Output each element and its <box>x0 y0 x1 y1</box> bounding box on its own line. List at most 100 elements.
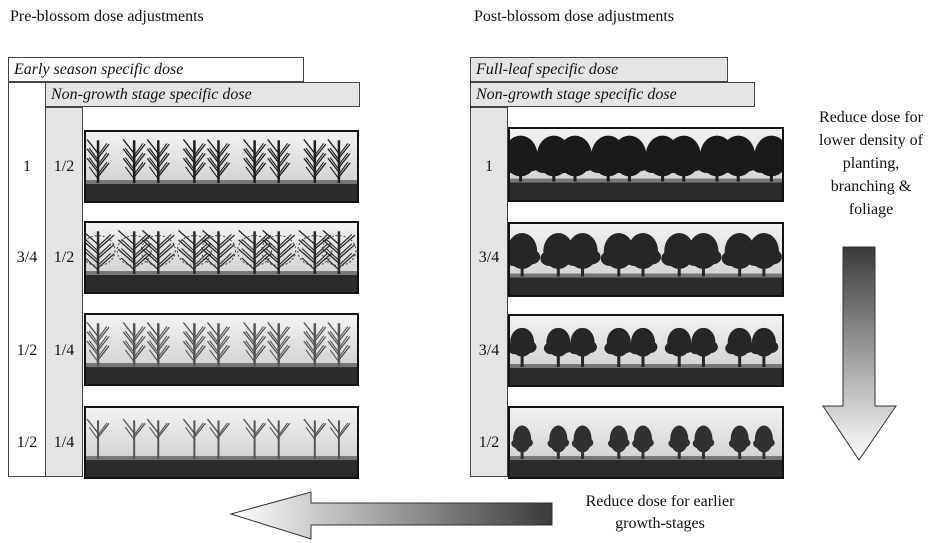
tree <box>685 232 722 277</box>
left-inner-dose-3: 1/4 <box>53 342 75 359</box>
tree <box>692 425 715 460</box>
tree <box>751 135 782 182</box>
tree <box>86 322 110 367</box>
tree <box>182 418 206 460</box>
tree <box>327 418 351 460</box>
tree <box>201 229 236 275</box>
tree <box>511 425 533 460</box>
right-dose-1: 1 <box>485 158 493 175</box>
tree <box>86 231 116 275</box>
tree <box>122 418 146 460</box>
tree <box>267 322 291 367</box>
orchard-photo-leafy <box>508 222 784 297</box>
vertical-caption-line-5: foliage <box>848 201 894 218</box>
vertical-arrow-caption: Reduce dose for lower density of plantin… <box>795 106 947 221</box>
left-outer-dose-3: 1/2 <box>16 342 38 359</box>
orchard-photo-bare-round <box>84 221 359 294</box>
horizontal-caption-line-2: growth-stages <box>615 515 705 532</box>
tree <box>510 327 537 368</box>
non-growth-column-right <box>470 107 508 477</box>
tree <box>632 425 654 460</box>
tree <box>568 327 597 368</box>
orchard-photo-thin-leafy <box>508 406 784 479</box>
tree <box>146 139 170 184</box>
non-growth-tab-left: Non-growth stage specific dose <box>45 82 360 107</box>
tree <box>140 229 176 275</box>
tree <box>267 418 291 460</box>
tree <box>243 418 267 460</box>
tree <box>237 229 273 275</box>
orchard-photo-bare <box>84 130 359 203</box>
tree <box>86 139 110 184</box>
tree <box>182 322 206 367</box>
tree <box>303 418 327 460</box>
left-outer-dose-1: 1 <box>23 158 31 175</box>
right-dose-2: 3/4 <box>478 249 500 266</box>
tree <box>607 425 630 460</box>
tree <box>564 232 601 277</box>
tree <box>628 327 658 368</box>
vertical-caption-line-1: Reduce dose for <box>819 109 923 126</box>
tree <box>604 327 634 368</box>
tree <box>625 232 661 277</box>
tree <box>122 139 146 184</box>
right-dose-3: 3/4 <box>478 342 500 359</box>
tree <box>261 229 297 275</box>
tree <box>206 139 231 184</box>
left-arrow-icon <box>229 491 553 540</box>
tree <box>510 232 541 277</box>
tree <box>206 322 231 367</box>
tree <box>717 135 759 182</box>
tree <box>206 418 231 460</box>
tree <box>297 229 333 275</box>
horizontal-caption-line-1: Reduce dose for earlier <box>585 493 735 510</box>
left-outer-dose-2: 3/4 <box>16 249 38 266</box>
vertical-caption-line-3: planting, <box>842 155 900 172</box>
left-inner-dose-2: 1/2 <box>53 249 75 266</box>
tree <box>146 418 170 460</box>
tree <box>745 232 782 277</box>
tree <box>510 135 541 182</box>
tree <box>543 327 573 368</box>
tree <box>327 139 351 184</box>
tree <box>749 327 779 368</box>
orchard-photo-leafy-small <box>508 314 784 387</box>
tree <box>303 139 327 184</box>
early-season-column <box>8 82 46 477</box>
tree <box>182 139 206 184</box>
non-growth-column-left <box>45 107 83 477</box>
tree <box>668 425 691 460</box>
tree <box>267 139 291 184</box>
tree <box>303 322 327 367</box>
tree <box>725 327 755 368</box>
tree <box>728 425 751 460</box>
non-growth-tab-right: Non-growth stage specific dose <box>470 82 755 107</box>
tree <box>321 229 357 275</box>
tree <box>243 139 267 184</box>
tree <box>753 425 775 460</box>
left-outer-dose-4: 1/2 <box>16 434 38 451</box>
tree <box>571 425 594 460</box>
orchard-photo-sparse <box>84 313 359 386</box>
tree <box>122 322 146 367</box>
vertical-caption-line-2: lower density of <box>819 132 923 149</box>
horizontal-arrow-caption: Reduce dose for earlier growth-stages <box>560 491 760 535</box>
tree <box>689 327 718 368</box>
tree <box>86 418 110 460</box>
down-arrow-icon <box>822 246 897 461</box>
left-inner-dose-1: 1/2 <box>53 158 75 175</box>
early-season-tab: Early season specific dose <box>8 57 304 82</box>
tree <box>663 135 705 182</box>
tree <box>609 135 650 182</box>
vertical-caption-line-4: branching & <box>830 178 912 195</box>
orchard-photo-thin <box>84 406 359 479</box>
orchard-photo-dense <box>508 127 784 202</box>
tree <box>243 322 267 367</box>
tree <box>116 229 152 275</box>
post-blossom-heading: Post-blossom dose adjustments <box>474 8 675 25</box>
full-leaf-tab: Full-leaf specific dose <box>470 57 728 82</box>
tree <box>176 229 212 275</box>
tree <box>327 322 351 367</box>
left-inner-dose-4: 1/4 <box>53 434 75 451</box>
pre-blossom-heading: Pre-blossom dose adjustments <box>10 8 204 25</box>
